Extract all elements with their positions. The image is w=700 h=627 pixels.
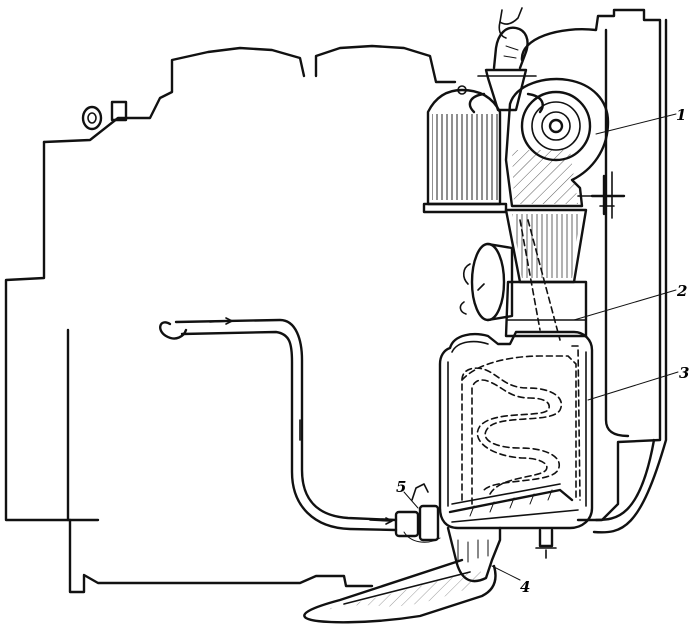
drive-pulley [459, 242, 514, 322]
drain-plug [535, 528, 557, 559]
callout-leaders [403, 113, 679, 581]
blower-housing [504, 77, 610, 208]
cooling-coil [461, 345, 581, 505]
air-cleaner [422, 85, 508, 214]
operator-hand [492, 7, 529, 70]
oil-tank [438, 330, 594, 530]
callout-1: 1 [676, 106, 686, 124]
mounting-bolt [590, 171, 626, 219]
valve-5 [394, 483, 441, 543]
callout-3: 3 [679, 364, 689, 382]
oil-sump [303, 526, 502, 624]
callout-2: 2 [676, 282, 687, 300]
callout-4: 4 [520, 578, 530, 596]
flow-arrows [209, 317, 393, 525]
distribution-pipe [448, 483, 579, 523]
engine-block-outline [4, 44, 457, 594]
oil-delivery-pipe [159, 318, 398, 532]
engine-casing-right [520, 8, 668, 534]
callout-5: 5 [396, 478, 406, 496]
filler-neck [468, 68, 544, 114]
breather-fitting [81, 100, 128, 131]
